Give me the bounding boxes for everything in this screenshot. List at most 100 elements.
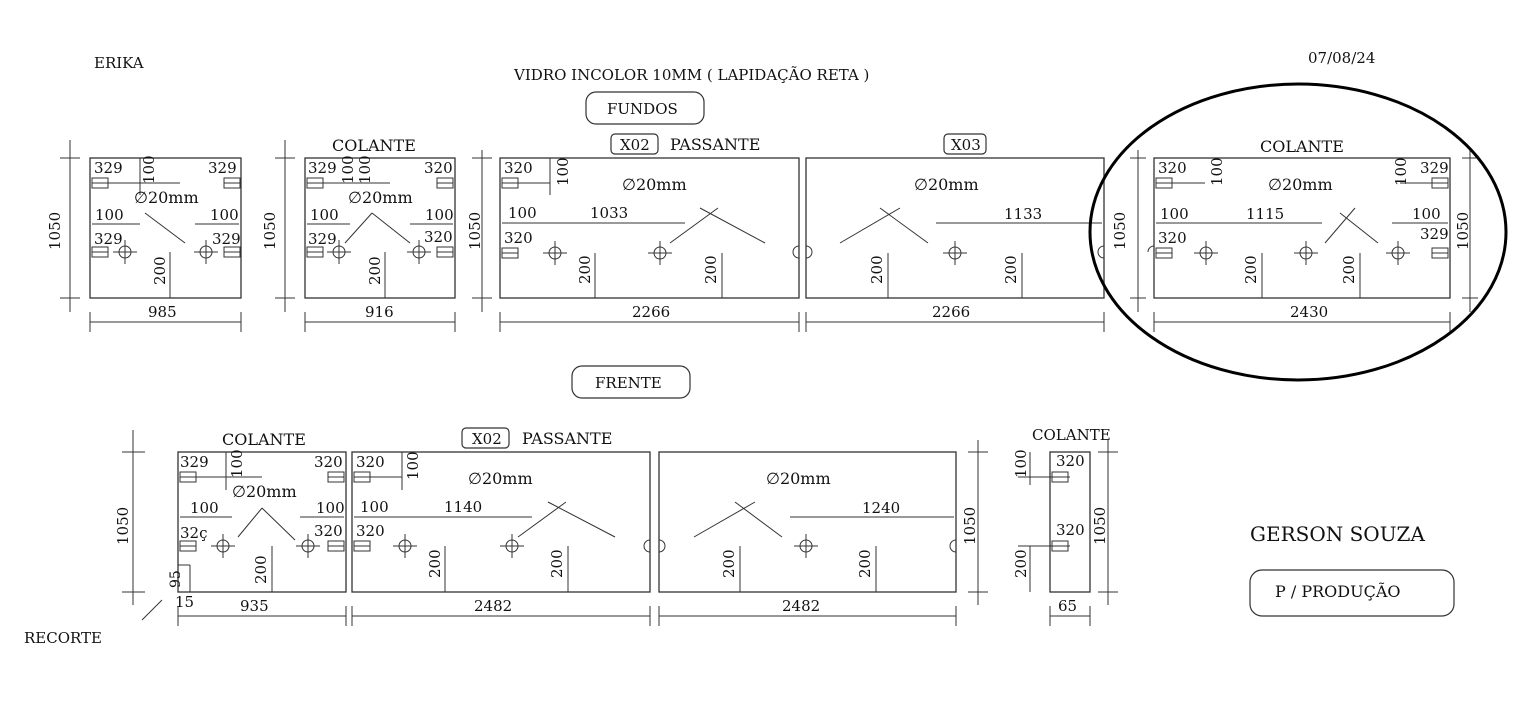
dim-100: 100 bbox=[190, 499, 219, 517]
hole-label: ∅20mm bbox=[1268, 175, 1333, 194]
dim-100: 100 bbox=[1160, 205, 1189, 223]
dim-329: 329 bbox=[208, 159, 237, 177]
dim-100: 100 bbox=[1412, 205, 1441, 223]
recorte-label: RECORTE bbox=[24, 629, 102, 647]
dim-200: 200 bbox=[702, 255, 720, 284]
dim-200: 200 bbox=[576, 255, 594, 284]
label-passante: PASSANTE bbox=[670, 135, 760, 154]
dim-height: 1050 bbox=[466, 212, 484, 250]
dim-width: 2266 bbox=[932, 303, 970, 321]
dim-320: 320 bbox=[356, 453, 385, 471]
dim-200: 200 bbox=[548, 549, 566, 578]
dim-329: 329 bbox=[94, 230, 123, 248]
dim-95: 95 bbox=[168, 570, 184, 588]
panel-frente-935: COLANTE 1050 935 329 320 100 ∅20mm 100 1… bbox=[24, 430, 347, 647]
dim-320: 320 bbox=[314, 522, 343, 540]
dim-200: 200 bbox=[151, 256, 169, 285]
dim-329: 329 bbox=[308, 159, 337, 177]
highlight-circle bbox=[1088, 82, 1508, 382]
label-colante: COLANTE bbox=[1260, 137, 1344, 156]
client-name: ERIKA bbox=[94, 54, 144, 72]
dim-100: 100 bbox=[360, 498, 389, 516]
dim-200: 200 bbox=[856, 549, 874, 578]
dim-200: 200 bbox=[252, 555, 270, 584]
dim-width: 2482 bbox=[474, 597, 512, 615]
label-x02: X02 bbox=[472, 430, 502, 448]
section-frente-label: FRENTE bbox=[595, 374, 662, 392]
label-passante: PASSANTE bbox=[522, 429, 612, 448]
dim-320: 320 bbox=[504, 229, 533, 247]
status-box bbox=[1249, 569, 1455, 617]
dim-200: 200 bbox=[1002, 255, 1020, 284]
dim-329: 329 bbox=[212, 230, 241, 248]
material-title: VIDRO INCOLOR 10MM ( LAPIDAÇÃO RETA ) bbox=[513, 66, 869, 84]
section-fundos-box bbox=[585, 91, 705, 125]
dim-329: 329 bbox=[1420, 159, 1449, 177]
panel-frente-2482-a: X02 PASSANTE 2482 320 100 ∅20mm 100 1140… bbox=[351, 427, 651, 626]
dim-320: 320 bbox=[1158, 229, 1187, 247]
dim-width: 2266 bbox=[632, 303, 670, 321]
hole-label: ∅20mm bbox=[914, 175, 979, 194]
hole-label: ∅20mm bbox=[134, 188, 199, 207]
dim-320: 320 bbox=[1056, 521, 1085, 539]
dim-width: 985 bbox=[148, 303, 177, 321]
dim-329: 32ç bbox=[180, 524, 208, 542]
dim-width: 916 bbox=[365, 303, 394, 321]
dim-height: 1050 bbox=[1454, 212, 1472, 250]
dim-width: 935 bbox=[240, 597, 269, 615]
dim-100: 100 bbox=[1208, 157, 1226, 186]
hole-label: ∅20mm bbox=[766, 469, 831, 488]
dim-200: 200 bbox=[1242, 255, 1260, 284]
dim-1140: 1140 bbox=[444, 498, 482, 516]
hole-label: ∅20mm bbox=[348, 188, 413, 207]
dim-100: 100 bbox=[1392, 157, 1410, 186]
hole-label: ∅20mm bbox=[468, 469, 533, 488]
label-colante: COLANTE bbox=[1032, 426, 1111, 444]
label-x02: X02 bbox=[620, 136, 650, 154]
dim-height: 1050 bbox=[261, 212, 279, 250]
dim-320: 320 bbox=[314, 453, 343, 471]
dim-height: 1050 bbox=[114, 507, 132, 545]
dim-320: 320 bbox=[1158, 159, 1187, 177]
panel-fundos-2266-a: X02 PASSANTE 1050 2266 320 100 ∅20mm 100… bbox=[466, 133, 800, 332]
label-colante: COLANTE bbox=[222, 430, 306, 449]
dim-width: 65 bbox=[1058, 597, 1077, 615]
dim-100: 100 bbox=[95, 206, 124, 224]
section-fundos-label: FUNDOS bbox=[607, 100, 678, 118]
panel-fundos-985: 1050 985 329 329 100 ∅20mm 100 100 329 3… bbox=[46, 140, 242, 332]
dim-320: 320 bbox=[504, 159, 533, 177]
dim-height: 1050 bbox=[1111, 212, 1129, 250]
dim-100: 100 bbox=[425, 206, 454, 224]
dim-200: 200 bbox=[1012, 549, 1030, 578]
panel-fundos-2266-b: X03 2266 ∅20mm 1133 200 200 bbox=[805, 133, 1105, 332]
dim-200: 200 bbox=[720, 549, 738, 578]
status-label: P / PRODUÇÃO bbox=[1275, 581, 1400, 601]
panel-frente-65: COLANTE 100 320 320 200 1050 65 bbox=[1012, 426, 1118, 626]
label-x03: X03 bbox=[951, 136, 981, 154]
hole-label: ∅20mm bbox=[622, 175, 687, 194]
hole-label: ∅20mm bbox=[232, 482, 297, 501]
dim-1115: 1115 bbox=[1246, 205, 1284, 223]
panel-fundos-916: COLANTE 1050 916 329 320 100 100 ∅20mm 1… bbox=[261, 136, 456, 332]
dim-100: 100 bbox=[339, 155, 357, 184]
dim-100: 100 bbox=[310, 206, 339, 224]
panel-frente-2482-b: 1050 2482 ∅20mm 1240 200 200 bbox=[658, 440, 988, 626]
dim-height: 1050 bbox=[1091, 507, 1109, 545]
dim-100: 100 bbox=[228, 449, 246, 478]
dim-1033: 1033 bbox=[590, 204, 628, 222]
label-colante: COLANTE bbox=[332, 136, 416, 155]
dim-100: 100 bbox=[1012, 449, 1030, 478]
date: 07/08/24 bbox=[1308, 49, 1375, 67]
dim-100: 100 bbox=[210, 206, 239, 224]
dim-320: 320 bbox=[424, 228, 453, 246]
dim-15: 15 bbox=[175, 593, 194, 611]
section-frente-box bbox=[571, 365, 691, 399]
dim-100: 100 bbox=[404, 451, 422, 480]
dim-height: 1050 bbox=[961, 507, 979, 545]
dim-200: 200 bbox=[868, 255, 886, 284]
dim-329: 329 bbox=[94, 159, 123, 177]
dim-100: 100 bbox=[356, 155, 374, 184]
dim-320: 320 bbox=[1056, 452, 1085, 470]
dim-200: 200 bbox=[426, 549, 444, 578]
dim-height: 1050 bbox=[46, 212, 64, 250]
